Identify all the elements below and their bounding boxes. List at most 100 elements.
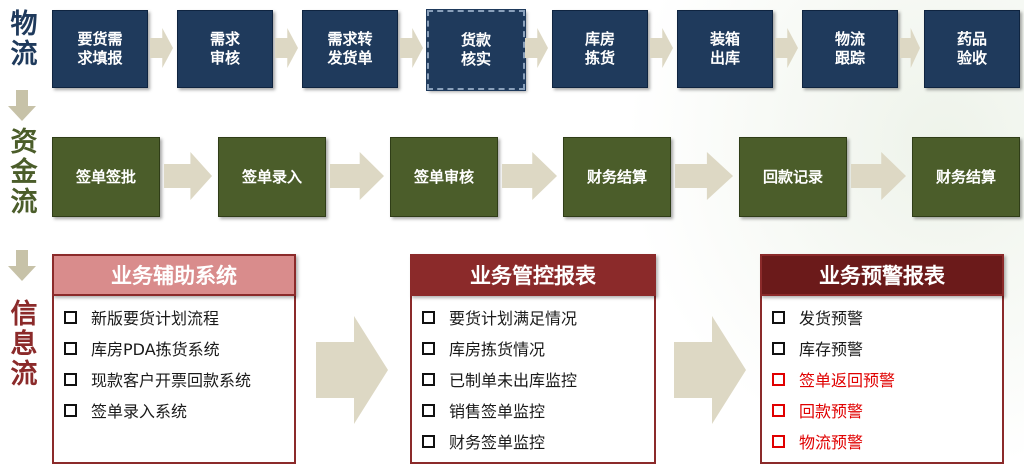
list-item-label: 财务签单监控	[449, 433, 546, 452]
row-label-char: 流	[10, 39, 38, 70]
step-label-line: 需求	[209, 30, 240, 48]
step-label-line: 验收	[956, 49, 987, 67]
right-arrow-icon	[900, 28, 920, 68]
list-item: 签单返回预警	[772, 367, 895, 391]
right-arrow-icon	[316, 316, 388, 424]
step-label-line: 药品	[956, 30, 987, 48]
logistics-step-label: 药品验收	[957, 30, 987, 68]
list-item: 库存预警	[772, 336, 863, 360]
capital-step-box: 签单签批	[52, 137, 160, 217]
checkbox-icon	[772, 403, 785, 417]
list-item-label: 新版要货计划流程	[91, 309, 220, 328]
aux-system-panel	[52, 268, 296, 464]
list-item: 回款预警	[772, 398, 863, 422]
capital-step-label: 财务结算	[935, 167, 996, 186]
right-arrow-icon	[275, 28, 298, 68]
logistics-step-label: 要货需求填报	[77, 30, 122, 68]
list-item: 库房拣货情况	[422, 336, 545, 360]
capital-step-box: 签单审核	[390, 137, 498, 217]
step-label-line: 物流	[834, 30, 865, 48]
checkbox-icon	[64, 310, 77, 324]
capital-step-label: 签单审核	[413, 167, 474, 186]
logistics-step-box: 需求审核	[177, 10, 273, 88]
right-arrow-icon	[164, 152, 212, 200]
step-label-line: 跟踪	[834, 49, 865, 67]
right-arrow-icon	[502, 152, 557, 200]
checkbox-icon	[64, 341, 77, 355]
checkbox-icon	[772, 372, 785, 386]
checkbox-icon	[422, 310, 435, 324]
step-label-line: 审核	[209, 49, 240, 67]
logistics-step-label: 需求转发货单	[327, 30, 372, 68]
list-item-label: 库存预警	[799, 340, 864, 359]
capital-step-label: 财务结算	[586, 167, 647, 186]
step-label-line: 核实	[460, 50, 491, 68]
checkbox-icon	[422, 434, 435, 448]
capital-step-label: 回款记录	[762, 167, 823, 186]
list-item-label: 签单录入系统	[91, 402, 188, 421]
list-item: 现款客户开票回款系统	[64, 367, 251, 391]
row-label-char: 息	[10, 329, 38, 360]
list-item: 新版要货计划流程	[64, 305, 219, 329]
step-label-line: 货款	[460, 31, 491, 49]
down-arrow-icon	[8, 90, 36, 121]
logistics-step-box: 货款核实	[426, 9, 526, 91]
checkbox-icon	[772, 310, 785, 324]
logistics-step-box: 物流跟踪	[802, 10, 898, 88]
list-item-label: 现款客户开票回款系统	[91, 371, 252, 390]
capital-step-box: 签单录入	[218, 137, 326, 217]
warning-report-title: 业务预警报表	[760, 254, 1004, 296]
logistics-step-label: 需求审核	[210, 30, 240, 68]
row-label-information: 信 息 流	[6, 300, 42, 390]
checkbox-icon	[772, 341, 785, 355]
step-label-line: 需求转	[327, 30, 373, 48]
right-arrow-icon	[775, 28, 798, 68]
right-arrow-icon	[330, 152, 384, 200]
right-arrow-icon	[674, 316, 746, 424]
list-item-label: 回款预警	[799, 402, 864, 421]
list-item-label: 要货计划满足情况	[449, 309, 578, 328]
capital-step-box: 回款记录	[739, 137, 847, 217]
list-item-label: 已制单未出库监控	[449, 371, 578, 390]
right-arrow-icon	[150, 28, 173, 68]
row-label-char: 流	[10, 359, 38, 390]
logistics-step-box: 药品验收	[924, 10, 1020, 88]
control-report-title: 业务管控报表	[410, 254, 656, 296]
step-label-line: 装箱	[709, 30, 740, 48]
row-label-char: 流	[10, 187, 38, 218]
warning-report-panel	[760, 268, 1004, 464]
step-label-line: 拣货	[584, 49, 615, 67]
right-arrow-icon	[525, 28, 548, 68]
list-item: 已制单未出库监控	[422, 367, 577, 391]
logistics-step-box: 库房拣货	[552, 10, 648, 88]
list-item-label: 物流预警	[799, 433, 864, 452]
logistics-step-box: 要货需求填报	[52, 10, 148, 88]
logistics-step-box: 需求转发货单	[302, 10, 398, 88]
row-label-char: 资	[10, 127, 38, 158]
right-arrow-icon	[400, 28, 423, 68]
capital-step-label: 签单签批	[75, 167, 136, 186]
capital-step-box: 财务结算	[563, 137, 671, 217]
down-arrow-icon	[8, 250, 36, 281]
checkbox-icon	[422, 403, 435, 417]
list-item: 库房PDA拣货系统	[64, 336, 220, 360]
step-label-line: 发货单	[327, 49, 373, 67]
row-label-char: 物	[10, 9, 38, 40]
capital-step-box: 财务结算	[912, 137, 1020, 217]
step-label-line: 出库	[709, 49, 740, 67]
checkbox-icon	[64, 403, 77, 417]
checkbox-icon	[422, 341, 435, 355]
checkbox-icon	[64, 372, 77, 386]
list-item: 物流预警	[772, 429, 863, 453]
checkbox-icon	[422, 372, 435, 386]
right-arrow-icon	[851, 152, 906, 200]
list-item-label: 发货预警	[799, 309, 864, 328]
row-label-logistics: 物 流	[6, 10, 42, 70]
list-item: 财务签单监控	[422, 429, 545, 453]
row-label-char: 金	[10, 157, 38, 188]
list-item-label: 签单返回预警	[799, 371, 896, 390]
logistics-step-box: 装箱出库	[677, 10, 773, 88]
row-label-char: 信	[10, 299, 38, 330]
step-label-line: 求填报	[77, 49, 123, 67]
aux-system-title: 业务辅助系统	[52, 254, 296, 296]
